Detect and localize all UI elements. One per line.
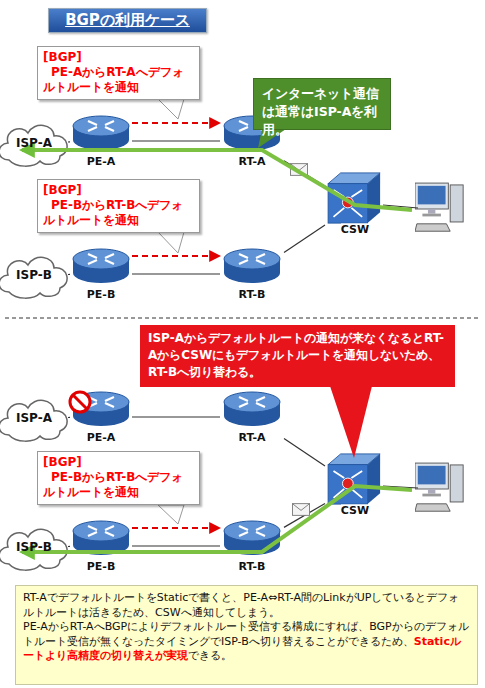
callout-text: PE-BからRT-Bへデフォルトルートを通知 xyxy=(43,470,194,500)
device-label: PE-B xyxy=(87,560,116,575)
device-label: CSW xyxy=(341,504,369,519)
device-label: RT-A xyxy=(239,431,266,446)
device-label: CSW xyxy=(341,223,369,238)
note-text: PE-AからRT-AへBGPによりデフォルトルート受信する構成にすれば、BGPか… xyxy=(23,620,469,648)
cloud-icon xyxy=(0,257,67,298)
separator-line xyxy=(5,318,480,319)
node-text: インターネット通信は通常はISP-Aを利用。 xyxy=(262,85,382,139)
router: PE-A xyxy=(70,112,132,170)
router: PE-A xyxy=(70,388,132,446)
no-entry-symbol xyxy=(70,392,90,412)
node-text: ISP-Aからデフォルトルートの通知が来なくなるとRT-AからCSWにもデフォル… xyxy=(148,330,447,381)
bgp-callout: [BGP]PE-BからRT-Bへデフォルトルートを通知 xyxy=(37,179,200,233)
router: RT-B xyxy=(220,245,284,303)
router: RT-A xyxy=(220,112,284,170)
cloud-label: ISP-B xyxy=(16,540,52,554)
info-callout: インターネット通信は通常はISP-Aを利用。 xyxy=(253,78,391,130)
callout-heading: [BGP] xyxy=(43,455,194,470)
note-text: RT-AでデフォルトルートをStaticで書くと、PE-A⇔RT-A間のLink… xyxy=(23,591,470,620)
router-icon xyxy=(73,521,129,555)
title-banner: BGPの利用ケース xyxy=(48,8,207,33)
router-icon xyxy=(224,249,280,283)
network-link xyxy=(68,546,70,547)
cloud-label: ISP-B xyxy=(16,268,52,282)
network-link xyxy=(132,140,220,141)
network-link xyxy=(284,438,325,465)
router: PE-B xyxy=(70,517,132,575)
switch: CSW xyxy=(325,172,385,238)
bgp-callout: [BGP]PE-AからRT-Aへデフォルトルートを通知 xyxy=(37,46,200,100)
network-link xyxy=(68,141,70,142)
isp-cloud: ISP-A xyxy=(0,118,68,168)
callout-text: PE-BからRT-Bへデフォルトルートを通知 xyxy=(43,198,194,228)
device-label: PE-B xyxy=(87,288,116,303)
callout-tail xyxy=(158,232,184,253)
callout-tail xyxy=(158,505,184,524)
router: RT-B xyxy=(220,517,284,575)
switch: CSW xyxy=(325,453,385,519)
callout-heading: [BGP] xyxy=(43,183,194,198)
bgp-arrow xyxy=(132,122,220,124)
router: PE-B xyxy=(70,245,132,303)
cloud-icon xyxy=(0,125,67,166)
device-label: PE-A xyxy=(87,155,116,170)
cloud-label: ISP-A xyxy=(16,411,52,425)
router: RT-A xyxy=(220,388,284,446)
bgp-callout: [BGP]PE-BからRT-Bへデフォルトルートを通知 xyxy=(37,451,200,505)
callout-tail xyxy=(158,99,184,119)
callout-tail xyxy=(330,386,372,458)
network-link xyxy=(68,274,70,275)
switch-icon xyxy=(328,454,380,504)
device-label: RT-A xyxy=(239,155,266,170)
device-label: PE-A xyxy=(87,431,116,446)
callout-text: PE-AからRT-Aへデフォルトルートを通知 xyxy=(43,65,194,95)
network-link xyxy=(68,417,70,418)
router-icon xyxy=(73,249,129,283)
bgp-arrow xyxy=(132,527,220,529)
router-icon xyxy=(224,392,280,426)
isp-cloud: ISP-B xyxy=(0,250,68,300)
router-icon xyxy=(73,116,129,150)
network-link xyxy=(132,416,220,417)
network-link xyxy=(132,273,220,274)
cloud-icon xyxy=(0,529,67,570)
isp-cloud: ISP-B xyxy=(0,522,68,572)
pc-icon xyxy=(415,183,463,231)
device-label: RT-B xyxy=(239,288,266,303)
cloud-icon xyxy=(0,400,67,441)
alert-callout: ISP-Aからデフォルトルートの通知が来なくなるとRT-AからCSWにもデフォル… xyxy=(140,325,455,387)
callout-heading: [BGP] xyxy=(43,50,194,65)
isp-cloud: ISP-A xyxy=(0,393,68,443)
note-text: できる。 xyxy=(188,649,232,662)
pc-icon xyxy=(415,463,463,511)
cloud-label: ISP-A xyxy=(16,136,52,150)
network-link xyxy=(132,545,220,546)
network-link xyxy=(284,225,325,252)
device-label: RT-B xyxy=(239,560,266,575)
switch-icon xyxy=(328,173,380,223)
bgp-arrow xyxy=(132,255,220,257)
mail-icon xyxy=(292,504,309,516)
router-icon xyxy=(224,521,280,555)
note-box: RT-AでデフォルトルートをStaticで書くと、PE-A⇔RT-A間のLink… xyxy=(15,585,478,685)
